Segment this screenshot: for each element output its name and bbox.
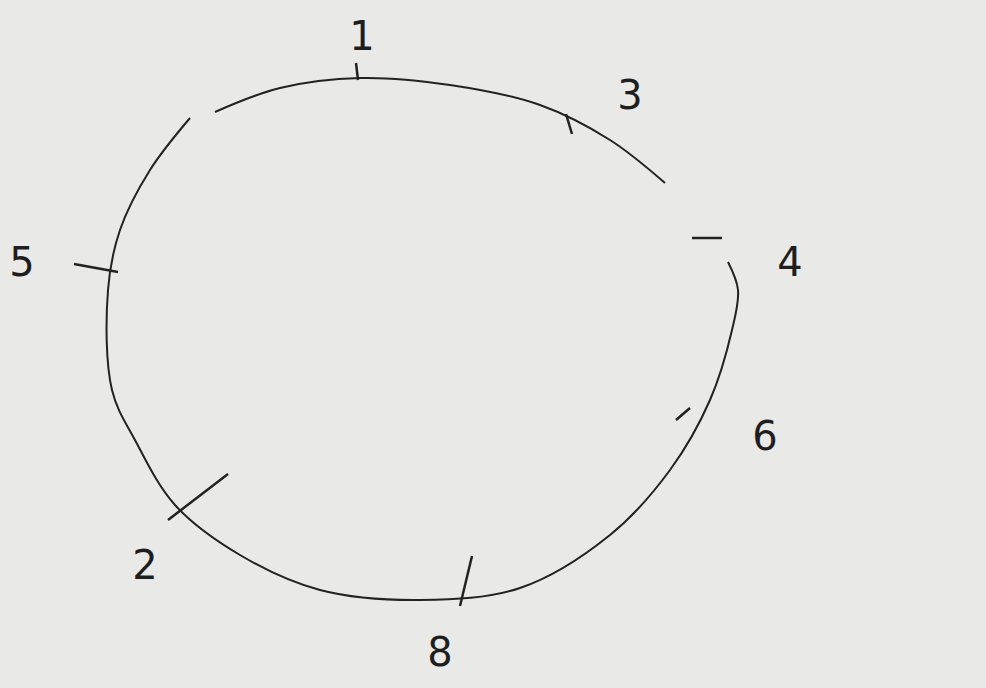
tick-number: 2	[132, 545, 157, 585]
tick-mark	[356, 63, 358, 80]
tick-number: 3	[617, 75, 642, 115]
tick-mark	[74, 264, 118, 272]
tick-number: 1	[349, 16, 374, 56]
tick-mark	[168, 474, 228, 520]
tick-mark	[676, 408, 690, 420]
circle-stroke	[107, 118, 739, 600]
circle-stroke	[215, 78, 665, 183]
tick-number: 8	[427, 632, 452, 672]
tick-mark	[460, 556, 472, 606]
tick-number: 4	[777, 242, 802, 282]
tick-number: 5	[9, 242, 34, 282]
tick-number: 6	[752, 416, 777, 456]
tick-mark	[692, 237, 722, 240]
tick-mark	[566, 114, 572, 134]
